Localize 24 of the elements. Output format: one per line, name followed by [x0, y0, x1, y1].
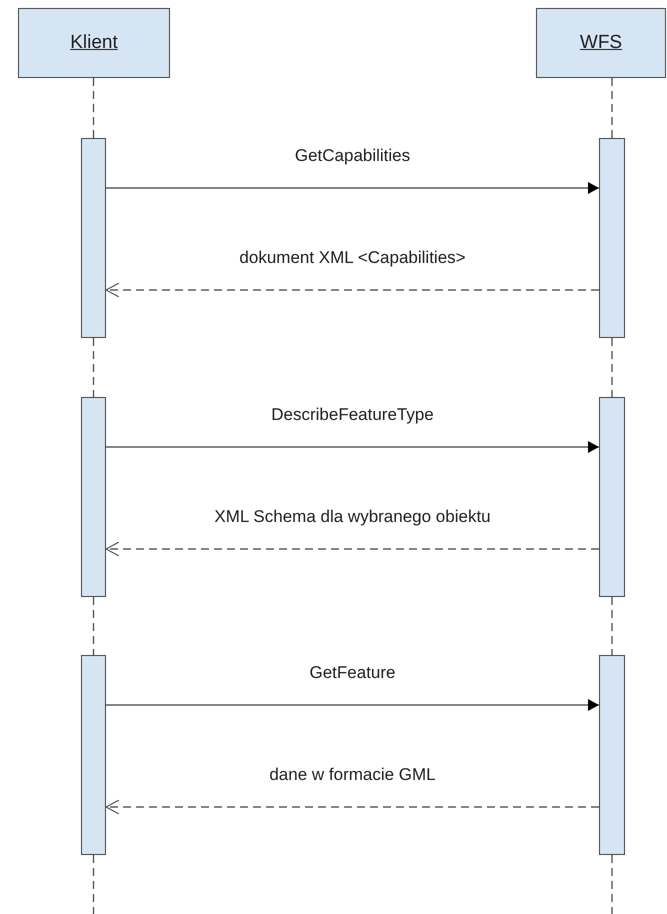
- activation-bar: [81, 397, 106, 597]
- message-label: GetCapabilities: [292, 146, 412, 166]
- message-arrow: [106, 441, 599, 453]
- activation-bar: [599, 655, 625, 855]
- message-arrow: [106, 800, 599, 814]
- lifeline: [92, 78, 94, 138]
- lifeline: [611, 78, 613, 138]
- lifeline-header-box: Klient: [18, 8, 170, 78]
- message-arrow: [106, 182, 599, 194]
- lifeline: [92, 597, 94, 655]
- activation-bar: [599, 397, 625, 597]
- lifeline: [611, 338, 613, 397]
- lifeline: [611, 855, 613, 914]
- lifeline: [92, 338, 94, 397]
- activation-bar: [81, 138, 106, 338]
- activation-bar: [599, 138, 625, 338]
- lifeline: [92, 855, 94, 914]
- message-label: dokument XML <Capabilities>: [237, 248, 468, 268]
- lifeline-header-box: WFS: [536, 8, 666, 78]
- lifeline: [611, 597, 613, 655]
- message-arrow: [106, 542, 599, 556]
- message-arrow: [106, 699, 599, 711]
- activation-bar: [81, 655, 106, 855]
- message-arrow: [106, 282, 599, 298]
